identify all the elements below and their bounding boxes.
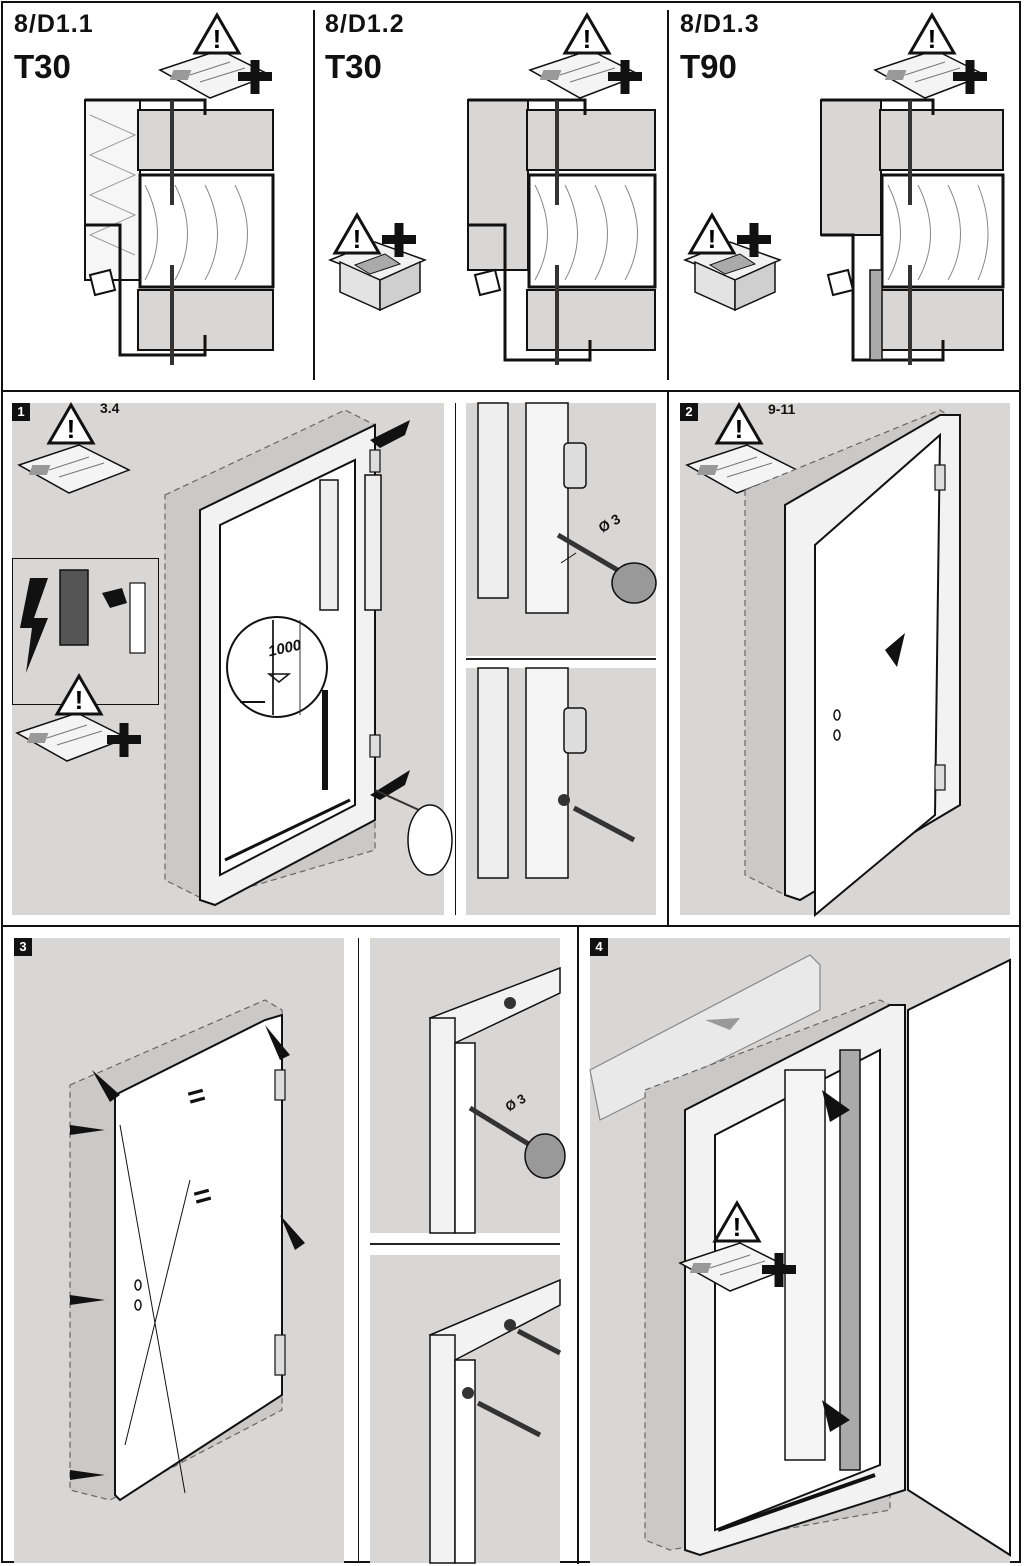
step-3-badge: 3 xyxy=(14,938,32,956)
divider-row-2 xyxy=(1,925,1021,927)
step-3-divider xyxy=(358,938,359,1563)
step-4-manual-warning-icon xyxy=(679,1201,796,1292)
step-3-screw-detail xyxy=(428,1278,562,1564)
step-1-screw-detail-bottom xyxy=(477,667,636,879)
step-3-detail-divider xyxy=(370,1243,560,1245)
step-1-ref: 3.4 xyxy=(100,400,120,416)
step-2-ref: 9-11 xyxy=(768,401,796,417)
package-warning-icon-3 xyxy=(684,213,781,311)
step-3-drill-detail xyxy=(428,966,566,1234)
step-1-manual-warning-icon xyxy=(18,403,130,494)
divider-bot-1 xyxy=(577,927,579,1564)
cross-section-1 xyxy=(84,98,275,365)
step-1-detail-divider xyxy=(466,658,656,660)
manual-warning-icon-3 xyxy=(874,13,987,99)
divider-top-1 xyxy=(313,10,315,380)
manual-warning-icon-2 xyxy=(529,13,642,99)
section-rating-2: T30 xyxy=(325,48,382,85)
height-mark-zoom xyxy=(226,616,328,718)
electrical-inset-icons xyxy=(16,569,146,762)
step-2-badge: 2 xyxy=(680,403,698,421)
section-code-1: 8/D1.1 xyxy=(14,10,94,38)
divider-mid-1 xyxy=(667,392,669,925)
cross-section-2 xyxy=(467,98,657,365)
step-4-badge: 4 xyxy=(590,938,608,956)
divider-row-1 xyxy=(1,390,1021,392)
section-code-2: 8/D1.2 xyxy=(325,10,405,38)
step-2-door-hanging xyxy=(744,409,961,918)
section-rating-3: T90 xyxy=(680,48,737,85)
step-1-drill-detail-top xyxy=(477,402,657,614)
step-1-divider xyxy=(455,403,456,915)
package-warning-icon-2 xyxy=(329,213,426,311)
divider-top-2 xyxy=(667,10,669,380)
step-1-badge: 1 xyxy=(12,403,30,421)
step-4-frame-install xyxy=(589,954,1011,1557)
manual-warning-icon-1 xyxy=(159,13,272,99)
cross-section-3 xyxy=(820,98,1005,365)
step-3-door-alignment xyxy=(69,999,305,1502)
section-rating-1: T30 xyxy=(14,48,71,85)
section-code-3: 8/D1.3 xyxy=(680,10,760,38)
